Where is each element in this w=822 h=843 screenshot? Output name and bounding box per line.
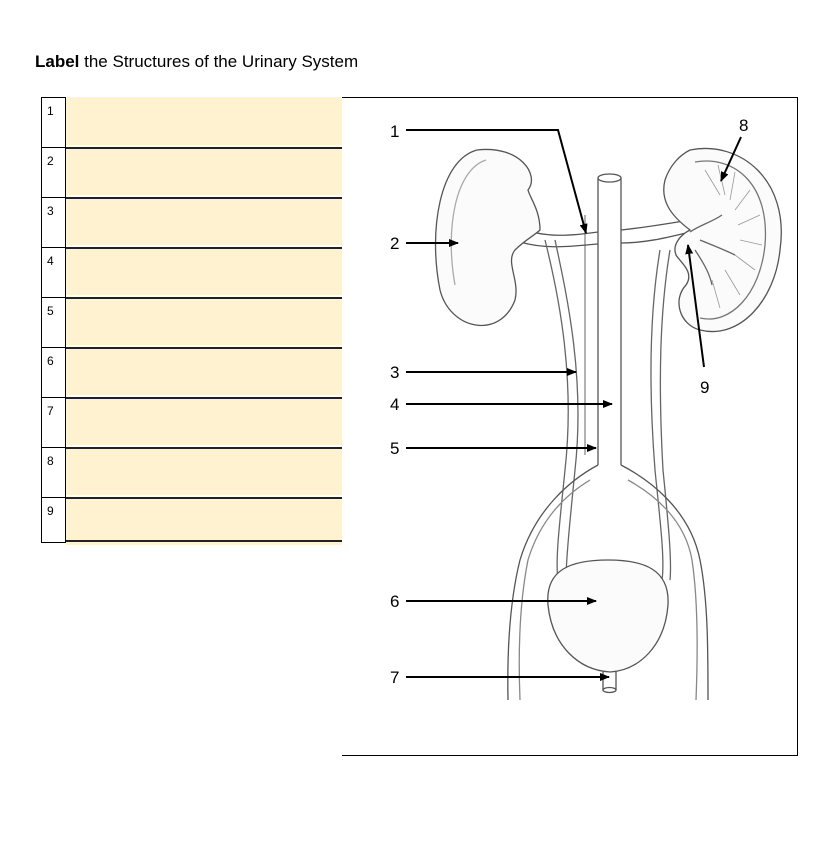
answer-row: 8	[41, 447, 342, 497]
urinary-anatomy-illustration	[434, 147, 782, 701]
row-number: 9	[41, 497, 66, 543]
answer-field-2[interactable]	[66, 147, 342, 195]
answer-row: 1	[41, 97, 342, 147]
answer-row: 9	[41, 497, 342, 547]
row-number: 5	[41, 297, 66, 347]
row-number: 6	[41, 347, 66, 397]
diagram-label-3: 3	[390, 363, 399, 382]
answer-field-5[interactable]	[66, 297, 342, 345]
answer-row: 5	[41, 297, 342, 347]
answer-row: 2	[41, 147, 342, 197]
answer-row: 3	[41, 197, 342, 247]
answer-field-4[interactable]	[66, 247, 342, 295]
answer-field-6[interactable]	[66, 347, 342, 395]
diagram-frame	[342, 97, 798, 756]
diagram-label-9: 9	[700, 378, 709, 397]
answer-field-3[interactable]	[66, 197, 342, 245]
title-rest: the Structures of the Urinary System	[79, 52, 359, 71]
row-number: 1	[41, 97, 66, 147]
row-number: 2	[41, 147, 66, 197]
label-leader-lines	[406, 129, 742, 681]
answer-table: 1 2 3 4 5 6 7 8 9	[41, 97, 342, 547]
diagram-label-7: 7	[390, 668, 399, 687]
table-bottom-border	[66, 540, 342, 542]
row-number: 7	[41, 397, 66, 447]
pointer-9	[685, 244, 705, 368]
answer-field-7[interactable]	[66, 397, 342, 445]
row-number: 3	[41, 197, 66, 247]
answer-row: 6	[41, 347, 342, 397]
answer-row: 4	[41, 247, 342, 297]
pointer-8	[720, 136, 742, 182]
worksheet-title: Label the Structures of the Urinary Syst…	[35, 52, 358, 72]
diagram-label-8: 8	[739, 116, 748, 135]
diagram-label-5: 5	[390, 439, 399, 458]
answer-field-1[interactable]	[66, 97, 342, 145]
title-bold: Label	[35, 52, 80, 71]
pointer-1	[406, 129, 588, 234]
row-number: 8	[41, 447, 66, 497]
diagram-label-6: 6	[390, 592, 399, 611]
diagram-label-4: 4	[390, 395, 399, 414]
diagram-label-2: 2	[390, 234, 399, 253]
answer-field-8[interactable]	[66, 447, 342, 495]
diagram-label-1: 1	[390, 122, 399, 141]
answer-field-9[interactable]	[66, 497, 342, 545]
answer-row: 7	[41, 397, 342, 447]
row-number: 4	[41, 247, 66, 297]
